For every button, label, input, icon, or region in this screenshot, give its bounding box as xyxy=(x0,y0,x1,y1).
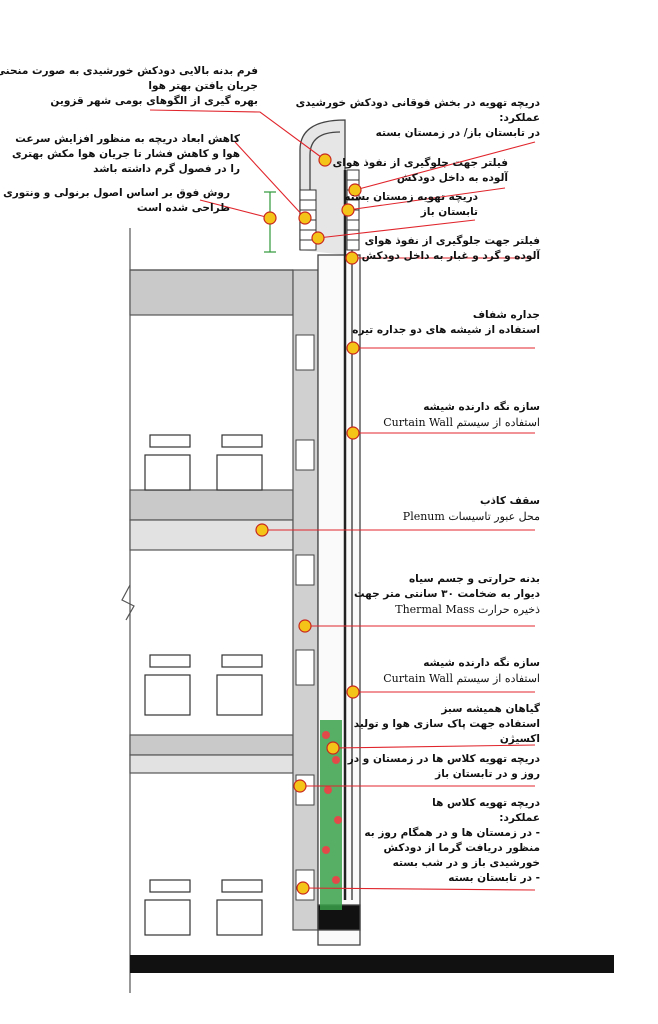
annotation-thermal-mass: بدنه حرارتی و جسم سیاه دیوار به ضخامت ۳۰… xyxy=(354,573,540,616)
leader-top-vent xyxy=(354,141,536,191)
callout-dot-vent-seasonal xyxy=(311,231,325,245)
annotation-leaders xyxy=(149,109,536,891)
annotation-plenum: سقف کاذب محل عبور تاسیسات Plenum xyxy=(402,495,540,523)
annotation-curtain-wall-2: سازه نگه دارنده شیشه استفاده از سیستم Cu… xyxy=(383,657,540,685)
callout-dot-plants xyxy=(326,741,340,755)
desk-set-middle xyxy=(144,654,263,716)
annotation-filter-1: فیلتر جهت جلوگیری از نفوذ هوای آلوده به … xyxy=(332,157,508,184)
callout-dot-curved-top xyxy=(318,153,332,167)
callout-dot-filter-1 xyxy=(341,203,355,217)
break-mark xyxy=(121,584,135,621)
callout-dot-curtain-1 xyxy=(346,426,360,440)
callout-dot-curtain-2 xyxy=(346,685,360,699)
annotation-curtain-wall-1: سازه نگه دارنده شیشه استفاده از سیستم Cu… xyxy=(383,401,540,429)
callout-dot-class-vent-2 xyxy=(296,881,310,895)
callout-dot-vent-size xyxy=(298,211,312,225)
annotation-vent-size: کاهش ابعاد دریچه به منظور افزایش سرعت هو… xyxy=(11,133,240,175)
leader-bernoulli xyxy=(199,199,271,219)
annotation-dots xyxy=(255,153,362,895)
annotation-class-vent-2: دریچه تهویه کلاس ها عملکرد: - در زمستان … xyxy=(364,797,540,884)
false-ceiling-2 xyxy=(129,754,294,774)
floor-slab-2 xyxy=(129,734,294,756)
callout-dot-transparent xyxy=(346,341,360,355)
annotation-transparent-wall: جداره شفاف استفاده از شیشه های دو جداره … xyxy=(352,309,540,336)
callout-dot-bernoulli xyxy=(263,211,277,225)
leader-curved-top xyxy=(149,109,326,161)
leader-vent-size xyxy=(234,141,306,219)
floor-slab-1 xyxy=(129,489,294,521)
classroom-desks xyxy=(144,434,263,936)
evergreen-plants xyxy=(320,720,342,910)
ground-line xyxy=(130,955,614,973)
callout-dot-thermal xyxy=(298,619,312,633)
false-ceiling-1 xyxy=(129,519,294,551)
leader-plants xyxy=(332,744,536,749)
annotation-vent-seasonal: دریچه تهویه زمستان بسته تابستان باز xyxy=(344,191,478,218)
building-section xyxy=(121,228,614,993)
leader-class-vent-2 xyxy=(302,887,536,891)
callout-dot-top-vent xyxy=(348,183,362,197)
desk-set-upper xyxy=(144,434,263,491)
annotation-class-vent-1: دریچه تهویه کلاس ها در زمستان و در روز و… xyxy=(347,753,540,780)
callout-dot-plenum xyxy=(255,523,269,537)
callout-dot-filter-2 xyxy=(345,251,359,265)
leader-vent-seasonal xyxy=(317,219,476,239)
annotation-curved-top: فرم بدنه بالایی دودکش خورشیدی به صورت من… xyxy=(0,65,258,107)
roof-slab xyxy=(129,269,294,316)
annotation-top-vent: دریچه تهویه در بخش فوقانی دودکش خورشیدی … xyxy=(295,97,540,139)
annotation-plants: گیاهان همیشه سبز استفاده جهت پاک سازی هو… xyxy=(353,703,540,745)
annotation-filter-2: فیلتر جهت جلوگیری از نفوذ هوای آلوده و گ… xyxy=(361,235,540,262)
chimney-curve-inner xyxy=(309,131,341,250)
leader-filter-1 xyxy=(347,187,506,211)
callout-dot-class-vent-1 xyxy=(293,779,307,793)
annotation-bernoulli: روش فوق بر اساس اصول برنولی و ونتوری طرا… xyxy=(3,187,230,214)
desk-set-lower xyxy=(144,879,263,936)
